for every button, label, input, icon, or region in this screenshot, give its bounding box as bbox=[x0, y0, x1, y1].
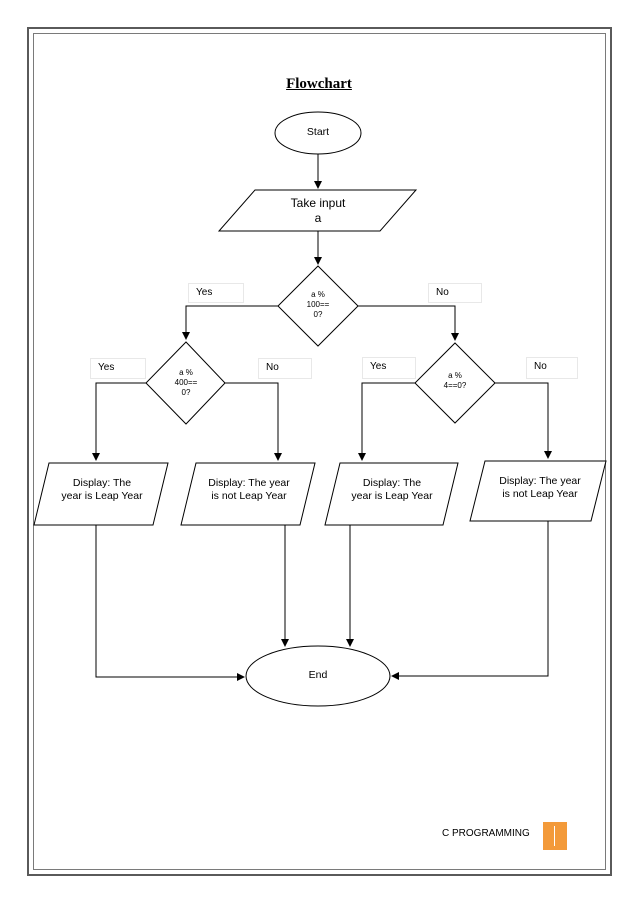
edge-d2-no bbox=[225, 382, 282, 461]
page-border-inner bbox=[33, 33, 606, 870]
output-leap-1 bbox=[33, 462, 169, 526]
edge-d1-no bbox=[358, 305, 459, 341]
decision-400 bbox=[145, 341, 226, 425]
decision-4-line1: a % bbox=[448, 371, 462, 380]
edge-label-d3-no: No bbox=[526, 357, 578, 379]
edge-out4-end bbox=[391, 521, 549, 680]
end-terminal bbox=[245, 645, 391, 707]
input-label: Take input a bbox=[260, 196, 376, 226]
output-not-leap-2-line2: is not Leap Year bbox=[502, 488, 578, 501]
decision-4-line2: 4==0? bbox=[443, 381, 467, 390]
decision-400-line3: 0? bbox=[181, 388, 191, 397]
output-leap-2-line2: year is Leap Year bbox=[351, 490, 433, 503]
edge-out1-end bbox=[95, 525, 245, 681]
edge-d2-yes bbox=[92, 382, 146, 461]
decision-100-line3: 0? bbox=[313, 310, 323, 319]
output-leap-2-label: Display: The year is Leap Year bbox=[333, 477, 451, 503]
edge-label-d2-no: No bbox=[258, 358, 312, 379]
output-not-leap-2-label: Display: The year is not Leap Year bbox=[480, 475, 600, 501]
edge-d3-no bbox=[495, 382, 552, 459]
output-leap-2-line1: Display: The bbox=[362, 477, 422, 489]
output-leap-1-label: Display: The year is Leap Year bbox=[44, 477, 160, 503]
edge-label-d1-no: No bbox=[428, 283, 482, 303]
end-label: End bbox=[308, 669, 328, 681]
footer-text: C PROGRAMMING bbox=[442, 828, 530, 839]
start-label: Start bbox=[306, 126, 330, 138]
decision-100-line2: 100== bbox=[306, 300, 330, 309]
output-not-leap-1-line1: Display: The year bbox=[208, 477, 290, 489]
decision-400-label: a % 400== 0? bbox=[161, 368, 211, 398]
edge-label-d2-yes: Yes bbox=[90, 358, 146, 379]
decision-400-line1: a % bbox=[179, 368, 193, 377]
output-not-leap-2 bbox=[469, 460, 607, 522]
decision-4-label: a % 4==0? bbox=[430, 371, 480, 391]
page-title: Flowchart bbox=[286, 76, 352, 92]
output-not-leap-1 bbox=[180, 462, 316, 526]
input-parallelogram bbox=[217, 189, 418, 232]
edge-label-d3-yes: Yes bbox=[362, 357, 416, 379]
decision-400-line2: 400== bbox=[174, 378, 198, 387]
footer-accent-box bbox=[543, 822, 567, 850]
output-not-leap-1-label: Display: The year is not Leap Year bbox=[190, 477, 308, 503]
edge-d1-yes bbox=[182, 305, 278, 340]
input-label-line2: a bbox=[314, 211, 322, 225]
output-leap-1-line2: year is Leap Year bbox=[61, 490, 143, 503]
decision-100 bbox=[277, 265, 359, 347]
edge-label-d1-yes: Yes bbox=[188, 283, 244, 303]
decision-100-line1: a % bbox=[311, 290, 325, 299]
decision-100-label: a % 100== 0? bbox=[293, 290, 343, 320]
page-border-outer bbox=[27, 27, 612, 876]
output-not-leap-2-line1: Display: The year bbox=[499, 475, 581, 487]
output-not-leap-1-line2: is not Leap Year bbox=[211, 490, 287, 503]
output-leap-1-line1: Display: The bbox=[72, 477, 132, 489]
output-leap-2 bbox=[324, 462, 459, 526]
edge-d3-yes bbox=[358, 382, 415, 461]
input-label-line1: Take input bbox=[290, 196, 346, 210]
decision-4 bbox=[414, 342, 496, 424]
